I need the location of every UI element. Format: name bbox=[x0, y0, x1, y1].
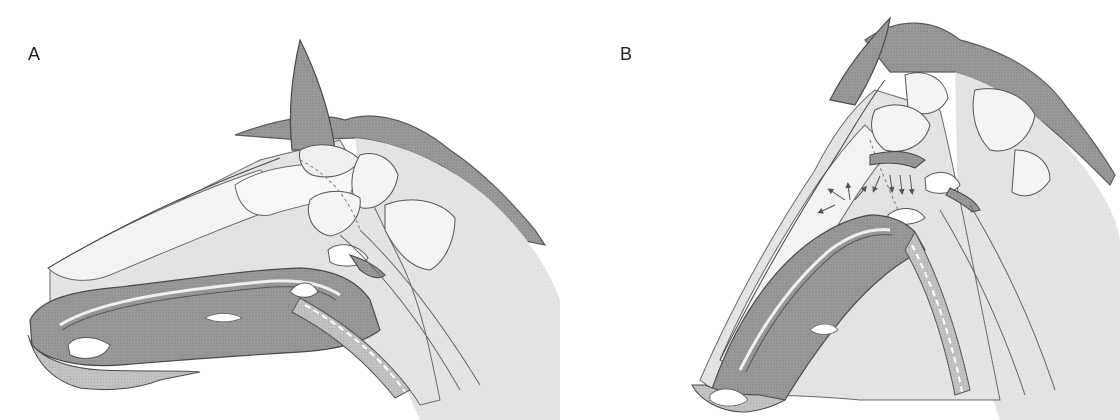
panel-b: B bbox=[560, 0, 1120, 420]
head-diagram-a bbox=[0, 0, 560, 420]
panel-a: A bbox=[0, 0, 560, 420]
head-diagram-b bbox=[560, 0, 1120, 420]
ear-a bbox=[290, 40, 335, 150]
